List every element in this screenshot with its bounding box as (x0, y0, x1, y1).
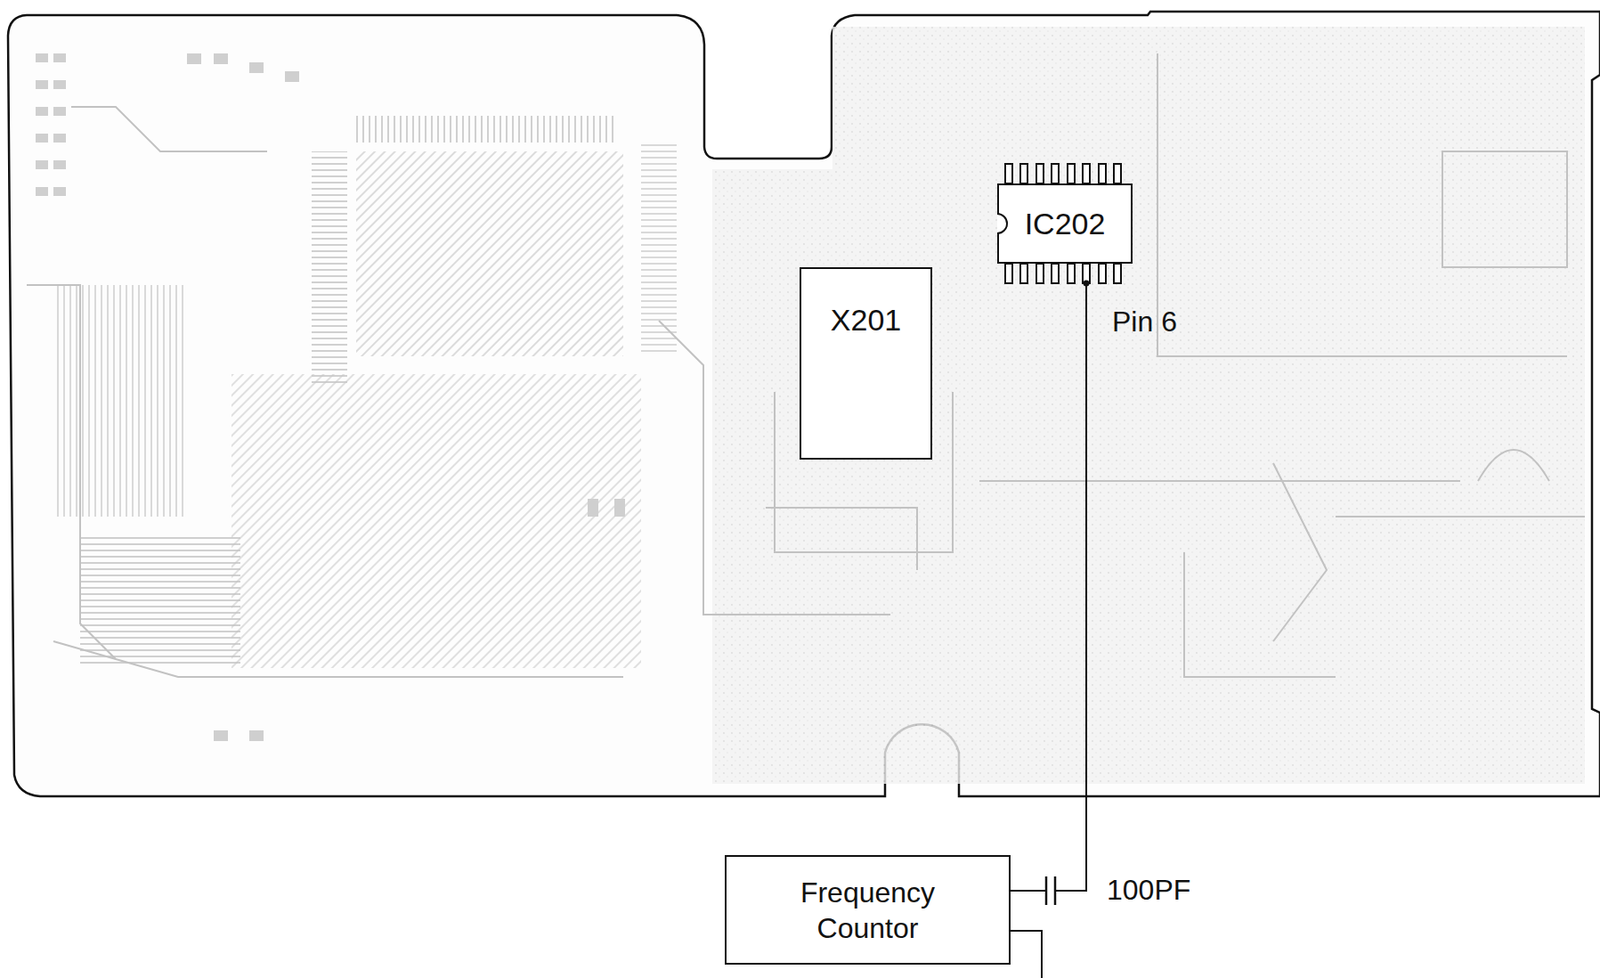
probe-wire (1010, 263, 1087, 891)
component-label: Frequency Countor (779, 874, 958, 946)
component-box: X201 (799, 267, 933, 460)
ic-notch (997, 213, 1008, 234)
component-label: IC202 (1024, 204, 1106, 244)
board-texture (712, 169, 1585, 784)
pcb-traces (53, 284, 187, 517)
pcb-traces (231, 373, 642, 668)
component-value: 100PF (1106, 872, 1191, 907)
pcb-traces (641, 142, 677, 357)
probe-point (1083, 280, 1090, 287)
capacitor-symbol (1046, 876, 1056, 905)
component-box: IC202 (997, 183, 1133, 264)
component-box: Frequency Countor (724, 854, 1011, 965)
board-texture (832, 26, 1585, 170)
pin-name: Pin 6 (1112, 304, 1178, 339)
pcb-traces (356, 151, 624, 357)
pcb-traces (356, 115, 615, 143)
pcb-pads (35, 53, 626, 741)
pcb-traces (311, 151, 348, 383)
component-label: X201 (830, 300, 902, 340)
pcb-traces (26, 53, 1585, 677)
ground-lead (1010, 930, 1042, 978)
board-outline (8, 11, 1600, 796)
